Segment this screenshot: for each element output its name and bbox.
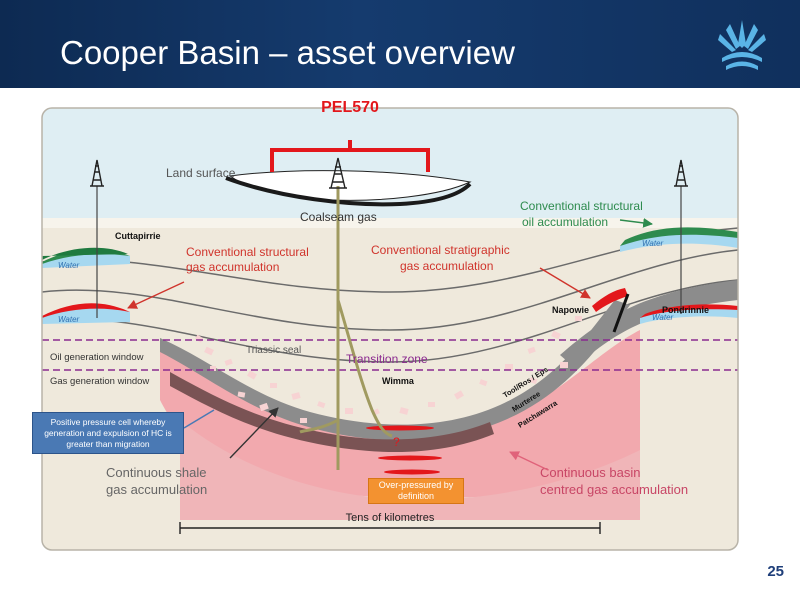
- strat-gas-label-1: Conventional stratigraphic: [371, 243, 510, 257]
- triassic-seal-band: [160, 300, 630, 441]
- shale-gas-label-2: gas accumulation: [106, 482, 207, 497]
- logo-icon: [718, 20, 766, 70]
- strat-gas-label-2: gas accumulation: [400, 259, 493, 273]
- wimma-label: Wimma: [382, 376, 415, 386]
- land-surface-label: Land surface: [166, 166, 236, 180]
- pressure-cell-callout: Positive pressure cell whereby generatio…: [32, 412, 184, 454]
- conv-oil-label-1: Conventional structural: [520, 199, 643, 213]
- transition-zone-label: Transition zone: [346, 352, 428, 366]
- fault-line: [612, 293, 630, 333]
- basin-gas-label-2: centred gas accumulation: [540, 482, 688, 497]
- shale-gas-label-1: Continuous shale: [106, 465, 206, 480]
- gas-window-label: Gas generation window: [50, 376, 149, 387]
- water-label: Water: [58, 261, 80, 270]
- basin-cross-section: PEL570 Land surface Coalseam gas Convent…: [41, 99, 739, 551]
- derrick-icon: [90, 159, 104, 187]
- over-pressured-callout: Over-pressured by definition: [368, 478, 464, 504]
- slide-title: Cooper Basin – asset overview: [60, 34, 515, 71]
- sky: [42, 108, 738, 218]
- coalseam-gas-label: Coalseam gas: [300, 210, 377, 224]
- scale-label: Tens of kilometres: [346, 512, 435, 524]
- water-label: Water: [652, 313, 674, 322]
- derrick-icon: [329, 157, 347, 189]
- derrick-icon: [674, 159, 688, 187]
- question-mark: ?: [393, 435, 400, 449]
- oil-window-label: Oil generation window: [50, 352, 144, 363]
- water-label: Water: [642, 239, 664, 248]
- napowie-label: Napowie: [552, 305, 589, 315]
- pel-bracket: [270, 140, 430, 172]
- cuttapirrie-label: Cuttapirrie: [115, 231, 161, 241]
- water-label: Water: [58, 315, 80, 324]
- pondrinnie-label: Pondrinnie: [662, 305, 709, 315]
- triassic-seal-label: Triassic seal: [246, 345, 301, 356]
- conv-gas-label-2: gas accumulation: [186, 260, 279, 274]
- conv-oil-label-2: oil accumulation: [522, 215, 608, 229]
- conv-gas-label-1: Conventional structural: [186, 245, 309, 259]
- basin-gas-label-1: Continuous basin: [540, 465, 640, 480]
- pel-label: PEL570: [321, 99, 379, 116]
- page-number: 25: [767, 563, 784, 580]
- slide-header: Cooper Basin – asset overview: [0, 0, 800, 88]
